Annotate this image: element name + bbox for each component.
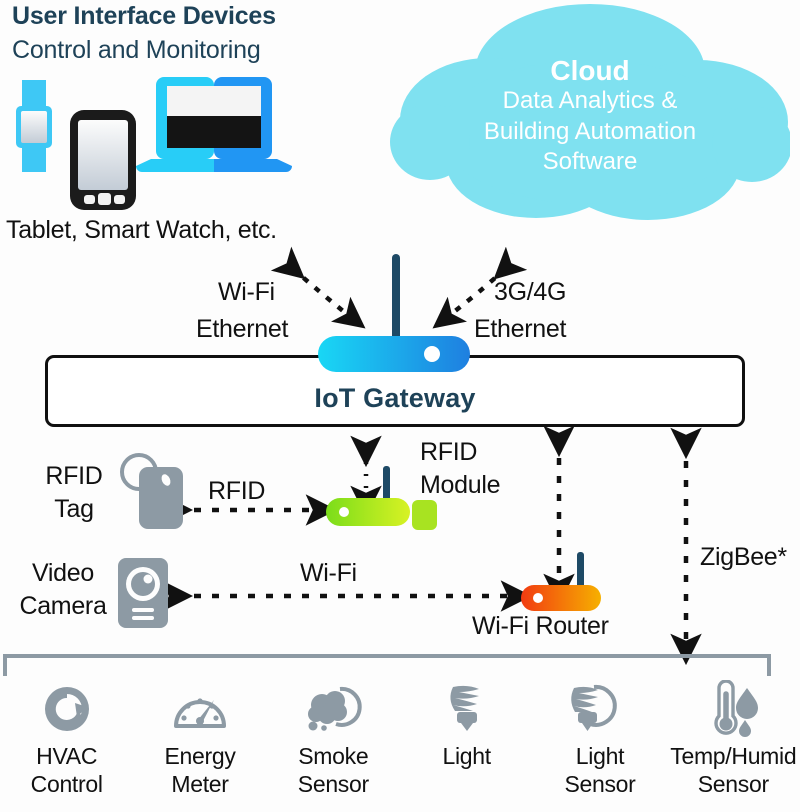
sensor-label: Smoke Sensor [297,743,369,798]
rfid-module-icon [326,498,410,526]
rfid-chip-icon [412,500,437,530]
label-3g4g-right: 3G/4G [494,278,567,306]
label-rfid-link: RFID [208,477,266,505]
gateway-router-icon [318,336,470,372]
sensor-smoke[interactable]: Smoke Sensor [267,678,400,812]
arrow-gateway-to-ui-devices [270,246,366,329]
label-wifi-left: Wi-Fi [218,278,275,306]
page-title: User Interface Devices [12,2,276,30]
cloud-shape [390,2,790,230]
cfl-bulb-icon [443,678,491,740]
label-wifi-router: Wi-Fi Router [472,612,609,640]
label-ethernet-left: Ethernet [196,315,289,343]
sensor-energy-meter[interactable]: Energy Meter [133,678,266,812]
smoke-cloud-icon [302,678,364,740]
page-subtitle: Control and Monitoring [12,36,261,64]
label-video-camera: Video Camera [19,559,107,620]
wifi-router-icon [521,585,601,611]
label-rfid-tag: RFID Tag [45,462,103,523]
smart-phone-icon [70,110,136,210]
thermometer-droplet-icon [705,678,761,740]
sensor-group-bracket [2,652,772,678]
sensor-temp-humid[interactable]: Temp/Humid Sensor [667,678,800,812]
iot-gateway-label: IoT Gateway [314,383,476,413]
ui-devices-caption: Tablet, Smart Watch, etc. [6,216,277,244]
sensor-light[interactable]: Light [400,678,533,812]
label-rfid-module: RFID Module [420,438,501,499]
sensor-label: Temp/Humid Sensor [670,743,797,798]
label-wifi-link: Wi-Fi [300,559,357,587]
sensor-hvac-control[interactable]: HVAC Control [0,678,133,812]
hvac-refresh-icon [41,678,93,740]
rfid-module-antenna-icon [383,466,390,508]
sensor-row: HVAC Control Energy Meter [0,678,800,812]
label-ethernet-right: Ethernet [474,315,567,343]
video-camera-icon [114,554,172,632]
gateway-antenna-icon [392,254,400,342]
cfl-bulb-sensor-icon [568,678,632,740]
gauge-icon [171,678,229,740]
label-zigbee: ZigBee* [700,543,787,571]
wifi-router-antenna-icon [577,552,584,592]
sensor-label: Energy Meter [164,743,236,798]
ui-devices-icon-group [4,72,294,217]
laptop-icon [136,77,292,172]
sensor-light-sensor[interactable]: Light Sensor [533,678,666,812]
sensor-label: Light Sensor [564,743,636,798]
sensor-label: HVAC Control [30,743,103,798]
rfid-tag-icon [116,452,186,537]
smart-watch-icon [16,80,52,172]
sensor-label: Light [442,743,491,769]
